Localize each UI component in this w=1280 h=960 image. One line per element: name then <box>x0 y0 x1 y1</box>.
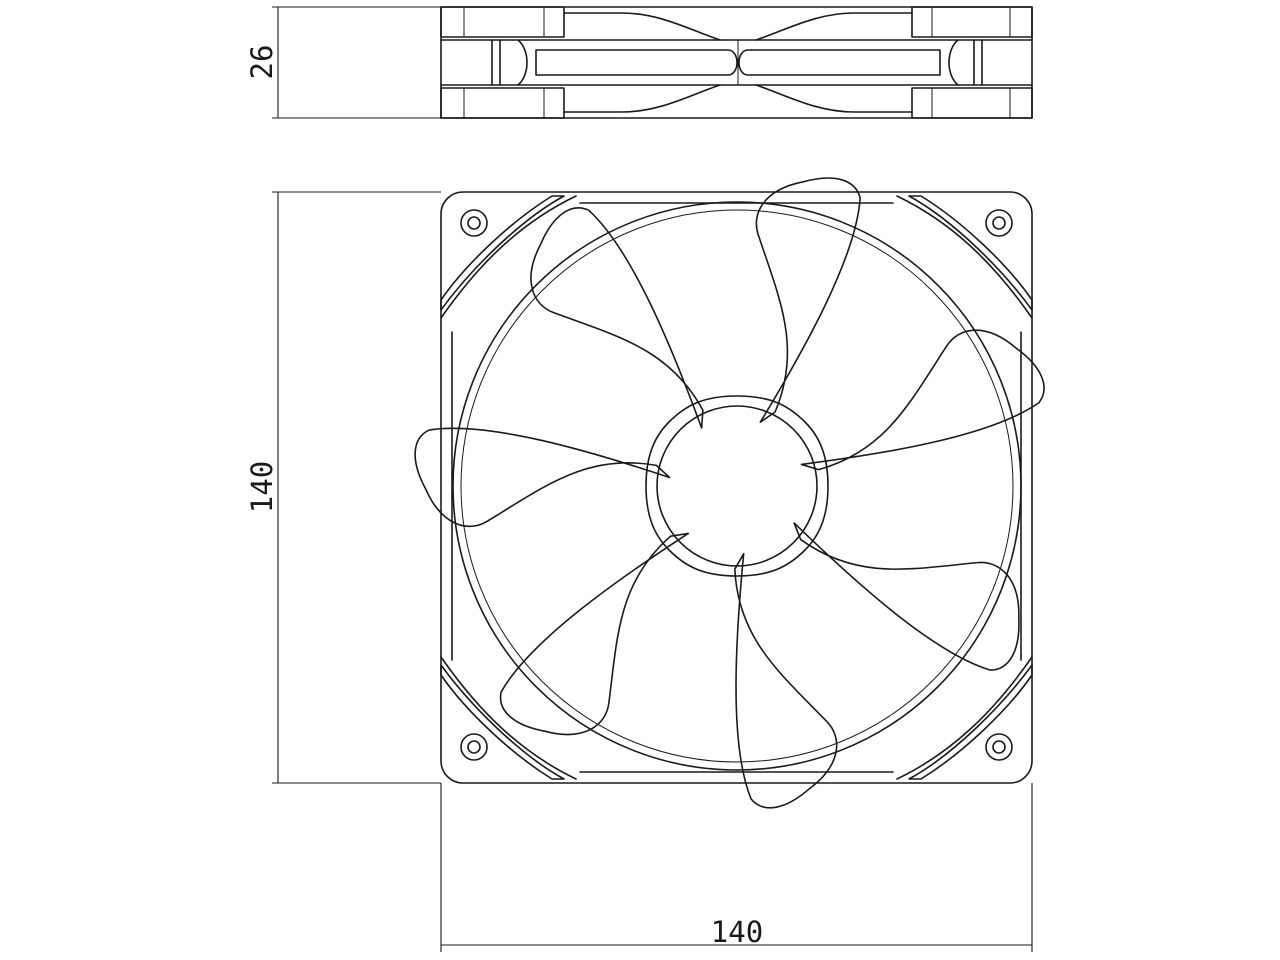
thickness-dimension: 26 <box>245 6 441 119</box>
fan-blade <box>800 294 1057 555</box>
side-blade-profile <box>517 39 528 86</box>
side-hub-right <box>738 49 941 76</box>
side-flange-top-left <box>440 6 565 38</box>
height-dimension: 140 <box>245 191 441 784</box>
fan-blade <box>404 355 671 562</box>
side-shroud-curve <box>563 84 721 113</box>
mounting-hole-top-right <box>985 209 1013 237</box>
side-flange-bottom-right <box>911 87 1033 119</box>
mounting-hole-bottom-right <box>985 733 1013 761</box>
fan-opening-inner-circle <box>460 209 1014 763</box>
side-blade-edge <box>491 39 501 86</box>
corner-wedge-top-right-curve <box>896 195 1033 319</box>
corner-wedge-bottom-right <box>908 664 1033 780</box>
hub-outer <box>645 395 829 577</box>
fan-blade <box>492 493 690 757</box>
corner-wedge-top-left <box>440 195 565 311</box>
fan-blade <box>500 196 769 429</box>
side-flange-bottom-left <box>440 87 565 119</box>
side-flange-top-right <box>911 6 1033 38</box>
fan-blade <box>634 552 874 821</box>
side-shroud-curve <box>563 12 721 41</box>
side-hub-left <box>535 49 738 76</box>
height-label: 140 <box>245 461 279 513</box>
corner-wedge-bottom-right-curve <box>896 656 1033 780</box>
corner-wedge-bottom-left <box>440 664 565 780</box>
corner-wedge-top-right <box>908 195 1033 311</box>
side-shroud-curve <box>755 84 913 113</box>
mounting-hole-bottom-left <box>460 733 488 761</box>
front-view <box>404 172 1057 821</box>
thickness-label: 26 <box>245 45 279 80</box>
impeller-blades <box>404 172 1057 821</box>
side-blade-profile <box>948 39 959 86</box>
corner-wedge-bottom-left-curve <box>440 656 577 780</box>
fan-opening-circle <box>452 201 1022 771</box>
fan-frame-outer <box>440 191 1033 784</box>
side-frame-outline <box>440 6 1033 119</box>
side-view <box>440 6 1033 119</box>
width-dimension: 140 <box>440 783 1033 952</box>
side-shroud-curve <box>755 12 913 41</box>
corner-wedge-top-left-curve <box>440 195 577 319</box>
width-label: 140 <box>711 915 763 949</box>
side-blade-edge <box>973 39 983 86</box>
mounting-hole-top-left <box>460 209 488 237</box>
hub-cap <box>656 405 818 567</box>
